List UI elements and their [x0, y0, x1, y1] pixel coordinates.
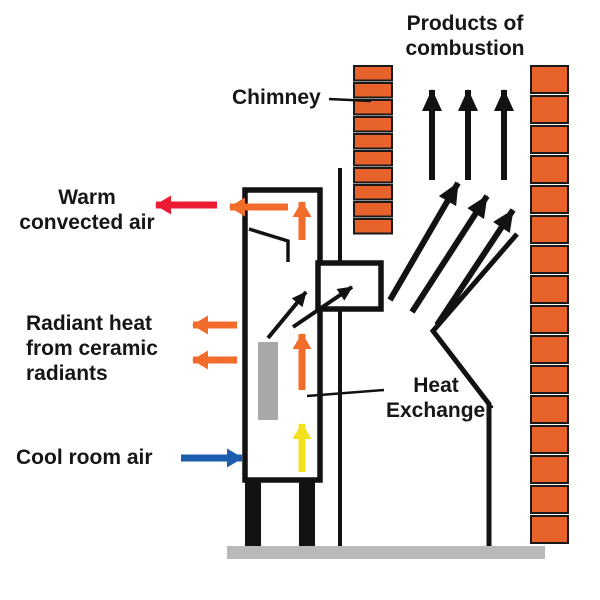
brick [353, 201, 393, 218]
heat-exchanger-label: Heat Exchanger [386, 374, 494, 422]
products-of-combustion-label: Products of combustion [405, 12, 525, 60]
chimney-right-column [530, 65, 569, 544]
brick [353, 116, 393, 133]
heater-leg-right [299, 480, 315, 546]
warm-convected-air-label: Warm convected air [19, 186, 155, 234]
ceramic-radiant-panel [258, 342, 278, 420]
internal-heat-arrow [266, 290, 308, 340]
floor-base [227, 546, 545, 559]
brick [530, 305, 569, 334]
heater-leg-left [245, 480, 261, 546]
combustion-diagonal-arrow [434, 208, 516, 327]
heat-exchanger-box [315, 260, 384, 312]
combustion-diagonal-arrows [387, 181, 516, 327]
chimney-pointer-line [328, 97, 372, 103]
brick [353, 82, 393, 99]
heater-baffle [248, 227, 290, 262]
brick [353, 150, 393, 167]
brick [530, 185, 569, 214]
brick [530, 275, 569, 304]
brick [530, 215, 569, 244]
brick [530, 365, 569, 394]
brick [530, 65, 569, 94]
brick [353, 99, 393, 116]
combustion-up-arrows [422, 89, 514, 180]
flue-outline [429, 232, 519, 546]
brick [353, 218, 393, 235]
brick [530, 95, 569, 124]
brick [353, 167, 393, 184]
brick [530, 485, 569, 514]
brick [353, 133, 393, 150]
combustion-diagonal-arrow [409, 194, 490, 314]
combustion-diagonal-arrow [387, 181, 461, 302]
brick [530, 335, 569, 364]
brick [530, 125, 569, 154]
chimney-left-column [353, 65, 393, 235]
brick [353, 65, 393, 82]
brick [530, 155, 569, 184]
cool-room-air-label: Cool room air [16, 446, 153, 469]
brick [530, 455, 569, 484]
heat-exchanger-pointer-line [306, 388, 385, 398]
brick [530, 245, 569, 274]
internal-heat-arrow [291, 285, 354, 329]
brick [530, 515, 569, 544]
heat-exchanger-inflow-arrows [266, 285, 354, 340]
radiant-heat-label: Radiant heat from ceramic radiants [26, 312, 158, 385]
heater-body [242, 187, 323, 483]
brick [353, 184, 393, 201]
brick [530, 395, 569, 424]
chimney-label: Chimney [232, 86, 321, 109]
brick [530, 425, 569, 454]
